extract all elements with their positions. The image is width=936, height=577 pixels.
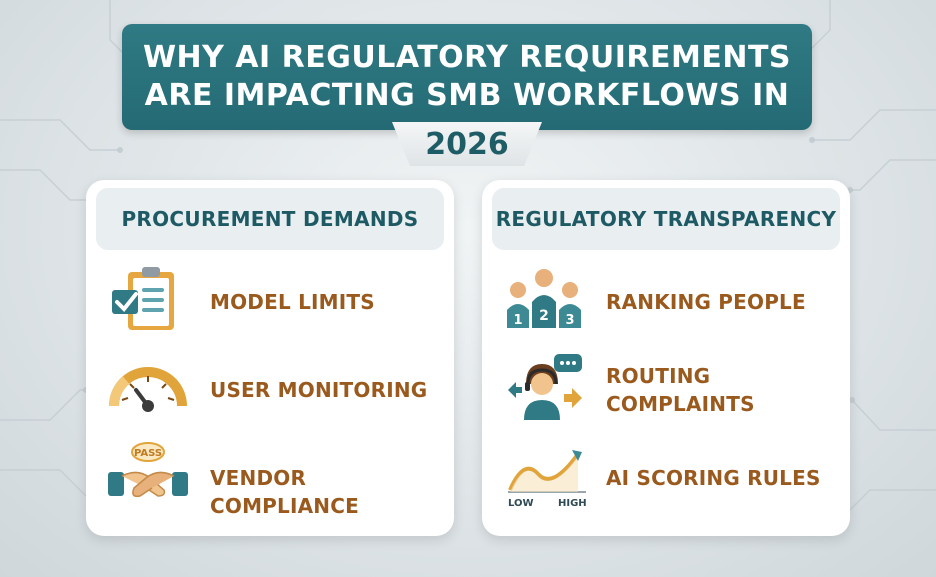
- scoring-curve-icon: LOW HIGH: [508, 450, 586, 509]
- item-label: ROUTING COMPLAINTS: [606, 362, 755, 418]
- clipboard-checklist-icon: [112, 267, 174, 330]
- item-label-line-1: ROUTING: [606, 364, 711, 388]
- handshake-pass-icon: PASS: [108, 442, 188, 498]
- title-line-2: ARE IMPACTING SMB WORKFLOWS IN: [144, 78, 790, 113]
- card-header-title: REGULATORY TRANSPARENCY: [495, 207, 837, 231]
- list-item-routing-complaints: ROUTING COMPLAINTS: [482, 350, 850, 430]
- list-item-ai-scoring-rules: LOW HIGH AI SCORING RULES: [482, 438, 850, 518]
- item-label: USER MONITORING: [210, 378, 428, 402]
- regulatory-transparency-card: REGULATORY TRANSPARENCY 1 2 3 RANKING PE…: [482, 180, 850, 536]
- item-label: RANKING PEOPLE: [606, 290, 806, 314]
- title-banner: WHY AI REGULATORY REQUIREMENTS ARE IMPAC…: [122, 24, 812, 130]
- item-label: VENDOR COMPLIANCE: [210, 466, 359, 518]
- list-item-vendor-compliance: PASS VENDOR COMPLIANCE: [86, 438, 454, 518]
- regulatory-transparency-header: REGULATORY TRANSPARENCY: [492, 188, 840, 250]
- rank-3-label: 3: [565, 313, 574, 328]
- axis-low-label: LOW: [508, 498, 534, 509]
- procurement-demands-card: PROCUREMENT DEMANDS MODEL LIMITS: [86, 180, 454, 536]
- item-label: MODEL LIMITS: [210, 290, 375, 314]
- year-tab: 2026: [392, 122, 542, 166]
- rank-2-label: 2: [539, 308, 549, 324]
- procurement-demands-header: PROCUREMENT DEMANDS: [96, 188, 444, 250]
- gauge-icon: [108, 367, 187, 412]
- list-item-ranking-people: 1 2 3 RANKING PEOPLE: [482, 262, 850, 342]
- card-header-title: PROCUREMENT DEMANDS: [121, 207, 419, 231]
- svg-text:PASS: PASS: [134, 448, 162, 459]
- year-label: 2026: [425, 126, 509, 162]
- list-item-user-monitoring: USER MONITORING: [86, 350, 454, 430]
- item-label: AI SCORING RULES: [606, 466, 821, 490]
- list-item-model-limits: MODEL LIMITS: [86, 262, 454, 342]
- support-agent-icon: [508, 354, 582, 420]
- rank-1-label: 1: [513, 313, 522, 328]
- axis-high-label: HIGH: [558, 498, 586, 509]
- title-line-1: WHY AI REGULATORY REQUIREMENTS: [142, 40, 792, 75]
- item-label-line-2: COMPLAINTS: [606, 392, 755, 416]
- ranked-people-icon: 1 2 3: [507, 269, 581, 328]
